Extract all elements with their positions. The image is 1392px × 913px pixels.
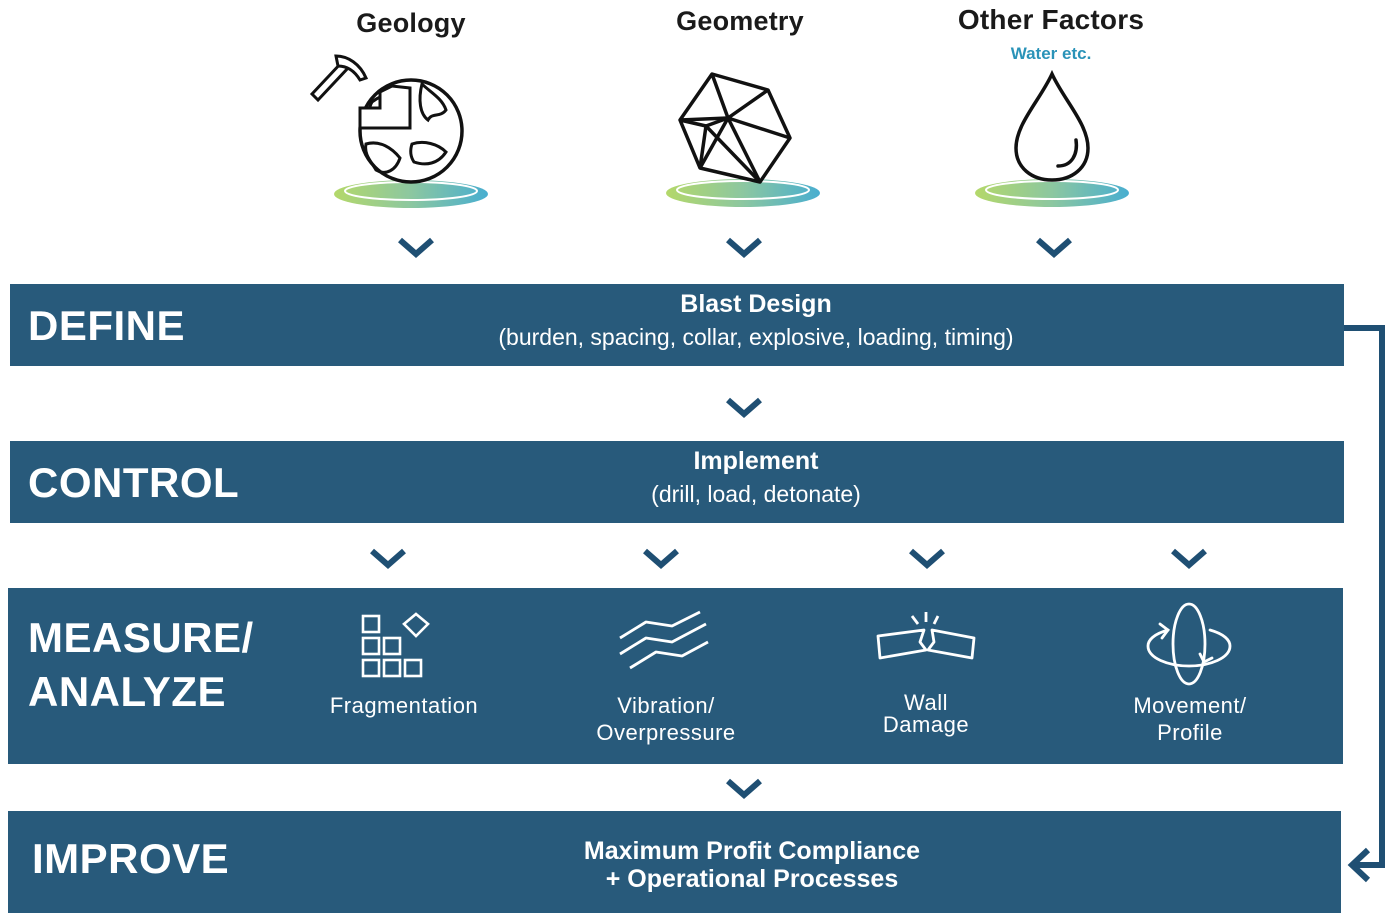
fragmentation-blocks-icon — [361, 612, 430, 678]
chevron-down-icon — [1034, 234, 1074, 260]
measure-item-label: Movement/ — [1133, 693, 1247, 718]
measure-label-line2: ANALYZE — [28, 668, 226, 715]
water-drop-icon — [975, 69, 1129, 207]
measure-label-line1: MEASURE/ — [28, 614, 254, 661]
measure-band: MEASURE/ ANALYZE Fragmentation Vibration… — [8, 588, 1343, 764]
chevron-down-icon — [724, 775, 764, 801]
chevron-down-icon — [724, 394, 764, 420]
improve-band: IMPROVE Maximum Profit Compliance + Oper… — [8, 811, 1341, 913]
measure-item-label: Wall — [904, 690, 948, 715]
control-title: Implement — [693, 447, 819, 475]
feedback-loop-arrow — [1344, 325, 1385, 883]
polyhedron-icon — [666, 72, 820, 207]
other-factors-subtitle: Water etc. — [1010, 44, 1092, 63]
define-label: DEFINE — [28, 302, 186, 349]
chevron-down-icon — [907, 545, 947, 571]
chevron-down-icon — [396, 234, 436, 260]
measure-item-label: Profile — [1157, 720, 1223, 745]
define-band: DEFINE Blast Design (burden, spacing, co… — [10, 284, 1344, 366]
control-description: (drill, load, detonate) — [651, 481, 861, 507]
earth-pickaxe-icon — [309, 54, 488, 208]
measure-item-label: Vibration/ — [617, 693, 715, 718]
geometry-title: Geometry — [676, 6, 804, 36]
measure-item-label: Fragmentation — [329, 693, 479, 718]
control-label: CONTROL — [28, 459, 240, 506]
geology-title: Geology — [356, 8, 466, 38]
rotation-movement-icon — [1146, 602, 1232, 686]
define-title: Blast Design — [680, 290, 832, 318]
vibration-waves-icon — [619, 610, 709, 670]
measure-item-label: Overpressure — [596, 720, 736, 745]
other-factors-title: Other Factors — [957, 4, 1145, 35]
chevron-down-icon — [641, 545, 681, 571]
chevron-down-icon — [724, 234, 764, 260]
broken-wall-icon — [876, 612, 976, 660]
chevron-down-icon — [368, 545, 408, 571]
improve-line2: + Operational Processes — [605, 865, 899, 893]
chevron-down-icon — [1169, 545, 1209, 571]
define-description: (burden, spacing, collar, explosive, loa… — [498, 324, 1014, 350]
improve-line1: Maximum Profit Compliance — [583, 837, 921, 865]
measure-item-label: Damage — [882, 712, 970, 737]
control-band: CONTROL Implement (drill, load, detonate… — [10, 441, 1344, 523]
improve-label: IMPROVE — [32, 835, 230, 882]
